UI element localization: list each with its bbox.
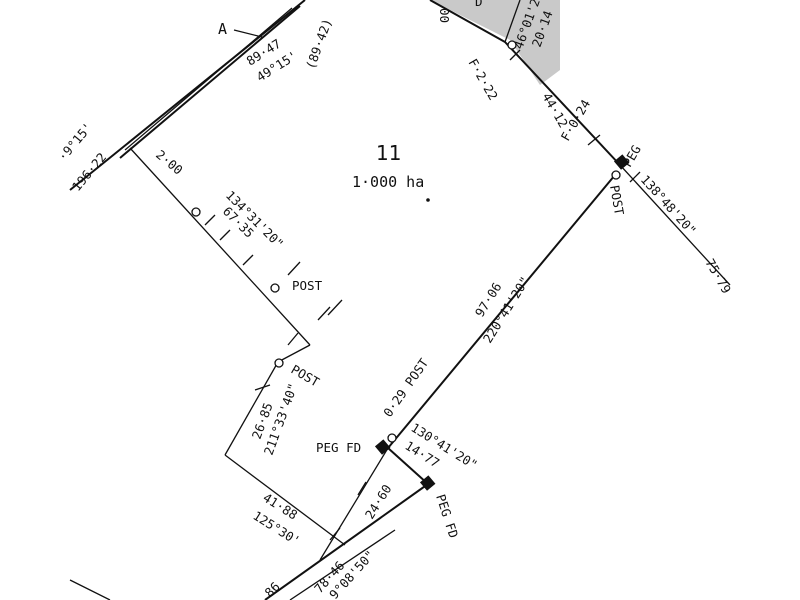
top-left-bearing: ·9°15' [55, 120, 96, 164]
peg-fd-left-marker [374, 439, 391, 455]
offset-2: 2·00 [153, 147, 186, 178]
peg-fd-bottom-marker [419, 475, 436, 491]
post-upper-marker [270, 283, 280, 293]
short-segment [387, 447, 429, 485]
post-top-marker [507, 40, 517, 50]
lower-left-boundary [319, 447, 389, 561]
shaded-corner [430, 0, 560, 85]
top-edge-top-right: 00 [437, 8, 452, 23]
top-left-road-line-2 [124, 7, 293, 151]
post-lower-label: 0·29 POST [380, 355, 431, 419]
far-right-dist: 75·79 [702, 256, 734, 296]
post-inner-marker [191, 207, 201, 217]
top-left-distance: 196·22 [69, 150, 110, 194]
right-upper-boundary [504, 41, 621, 166]
lot-area: 1·000 ha [352, 173, 424, 191]
point-a-leader [233, 29, 263, 38]
inner-upper-line-b [277, 344, 311, 363]
inner-lower-line [224, 454, 346, 546]
bottom-road-line-2 [289, 529, 396, 600]
far-right-bearing: 138°48'20" [638, 172, 700, 238]
peg-top-marker [613, 154, 630, 170]
inner-upper-line [129, 147, 311, 346]
post-right-marker [611, 170, 621, 180]
top-left-road-line-1 [69, 0, 306, 191]
top-left-road-line-3 [119, 5, 301, 159]
top-edge-b: D [475, 0, 483, 9]
bottom-left-line [69, 579, 111, 600]
post-mid-marker [274, 358, 284, 368]
bottom-road-line-1 [264, 483, 429, 600]
centroid-dot [426, 198, 430, 202]
inner-mid-line [224, 361, 279, 456]
post-lower-marker [387, 433, 397, 443]
peg-fd-bottom-label: PEG FD [433, 492, 461, 540]
post-right-label: POST [607, 184, 627, 217]
peg-fd-left-label: PEG FD [316, 440, 361, 455]
top-dist-bracket: (89·42) [303, 16, 335, 71]
bottom-dist: 24·60 [362, 482, 395, 522]
bottom-left-partial: 86 [262, 579, 283, 600]
top-edge-line [429, 0, 506, 43]
lot-number: 11 [376, 141, 401, 165]
right-top-extension [504, 0, 521, 43]
f-222: F·2·22 [465, 56, 501, 103]
post-upper-label: POST [292, 278, 323, 293]
point-a-label: A [218, 20, 227, 38]
tick-marks [204, 49, 641, 541]
diagonal-boundary [387, 174, 616, 449]
far-right-line [619, 164, 731, 286]
